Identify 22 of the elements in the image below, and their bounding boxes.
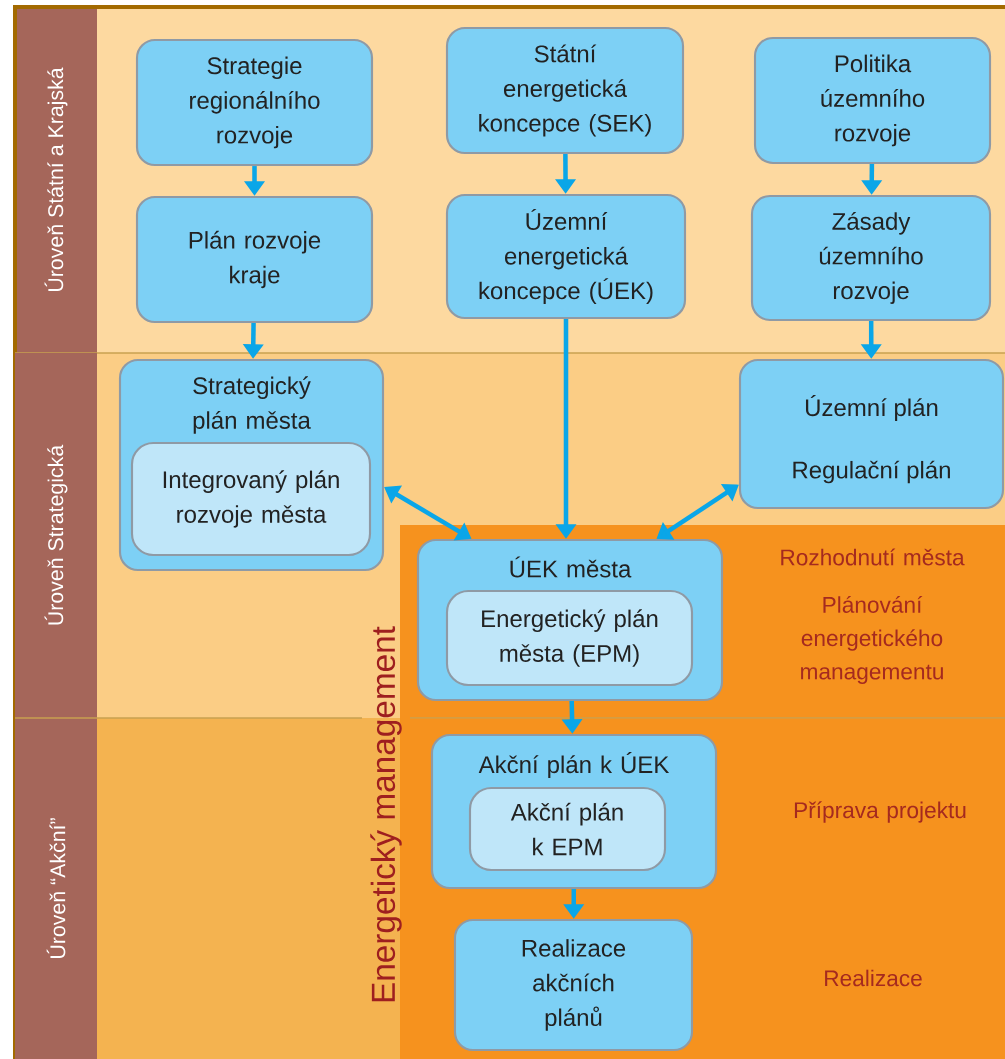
process-box: Státní energetická koncepce (SEK) xyxy=(445,26,685,155)
lane-header: Úroveň “Akční” xyxy=(15,718,97,1059)
process-box: Realizace akčních plánů xyxy=(453,918,694,1052)
process-box: Strategie regionálního rozvoje xyxy=(135,38,374,167)
nested-box: Akční plán k EPM xyxy=(468,786,667,872)
process-box: Územní plán Regulační plán xyxy=(738,358,1005,510)
process-box: Plán rozvoje kraje xyxy=(135,195,374,324)
node-label: Úroveň Strategická xyxy=(44,444,68,625)
nested-box: Integrovaný plán rozvoje města xyxy=(130,441,372,557)
side-note: Rozhodnutí města xyxy=(781,548,965,566)
node-label: Energetický management xyxy=(370,626,402,1002)
lane-header: Úroveň Strategická xyxy=(15,353,97,718)
side-note: Příprava projektu xyxy=(794,801,966,823)
node-label: Úroveň “Akční” xyxy=(46,818,66,958)
side-note: Realizace xyxy=(825,969,922,987)
process-box: Politika územního rozvoje xyxy=(753,36,992,165)
side-note: Plánování energetického managementu xyxy=(801,595,943,684)
node-label: Úroveň Státní a Krajská xyxy=(44,67,68,291)
lane-header: Úroveň Státní a Krajská xyxy=(15,7,97,353)
process-box: Územní energetická koncepce (ÚEK) xyxy=(445,193,687,320)
nested-box: Energetický plán města (EPM) xyxy=(445,589,694,687)
process-box: Zásady územního rozvoje xyxy=(750,194,992,322)
